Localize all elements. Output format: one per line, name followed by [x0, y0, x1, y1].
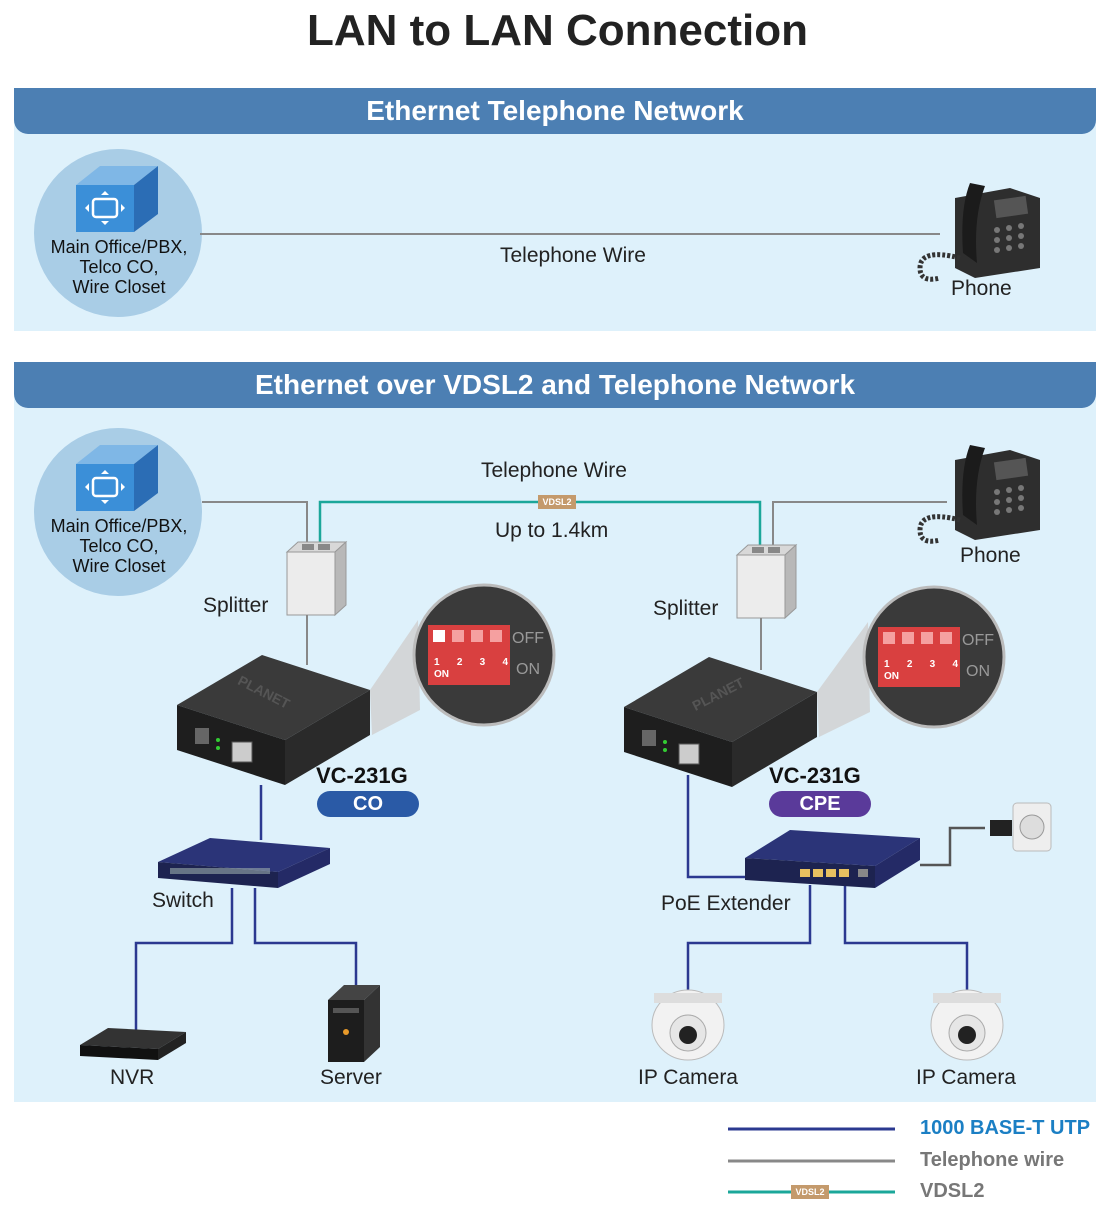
network-switch-icon [158, 838, 330, 888]
office-cube-icon [76, 166, 158, 232]
co-model-label: VC-231G [316, 763, 408, 788]
vdsl2-tag-text: VDSL2 [542, 497, 572, 507]
dip-on-label-cpe: ON [966, 663, 990, 680]
legend-vdsl-tag [791, 1185, 829, 1199]
vdsl-converter-icon-cpe [624, 657, 817, 787]
dip-num-2: 2 [456, 657, 463, 668]
server-tower-icon [328, 985, 380, 1062]
office2-line-2: Telco CO, [79, 536, 159, 556]
office-line-3: Wire Closet [72, 277, 166, 297]
phone-label-2: Phone [960, 544, 1021, 567]
power-cable [920, 826, 985, 867]
office-label-2: Main Office/PBX, Telco CO, Wire Closet [40, 516, 198, 576]
dip-num-2: 2 [906, 659, 913, 670]
dip-switch-icon-cpe [817, 585, 1006, 737]
office-label: Main Office/PBX, Telco CO, Wire Closet [40, 237, 198, 297]
poe-extender-label: PoE Extender [661, 892, 791, 915]
legend-utp-label: 1000 BASE-T UTP [920, 1117, 1091, 1139]
office-line-2: Telco CO, [79, 257, 159, 277]
dip-on-tag-cpe: ON [884, 671, 899, 682]
telephone-wire-label: Telephone Wire [500, 244, 646, 267]
dip-num-4: 4 [952, 659, 958, 670]
dip-off-label-co: OFF [512, 630, 544, 647]
dip-switch-icon-co [370, 583, 556, 735]
legend-vdsl-tag-text: VDSL2 [795, 1187, 825, 1197]
phone-label: Phone [951, 277, 1012, 300]
dip-num-4: 4 [502, 657, 508, 668]
distance-label: Up to 1.4km [495, 519, 609, 542]
cpe-role-pill: CPE [769, 791, 871, 817]
dip-on-tag-co: ON [434, 669, 449, 680]
nvr-label: NVR [110, 1066, 155, 1089]
office2-line-1: Main Office/PBX, [50, 516, 188, 536]
nvr-icon [80, 1028, 186, 1060]
co-role-pill: CO [317, 791, 419, 817]
splitter-box-icon-right [735, 543, 798, 620]
page-title: LAN to LAN Connection [306, 6, 809, 55]
office-cube-icon-2 [76, 445, 158, 511]
server-label: Server [320, 1066, 382, 1089]
utp-lines [134, 775, 969, 1030]
vdsl2-tag [538, 495, 576, 509]
panel1-header: Ethernet Telephone Network [14, 88, 1096, 134]
camera-label-1: IP Camera [638, 1066, 738, 1089]
splitter-box-icon-left [285, 540, 348, 617]
legend-phone-label: Telephone wire [920, 1149, 1065, 1171]
dome-camera-icon-2 [930, 989, 1004, 1061]
power-outlet-icon [990, 802, 1052, 852]
dip-on-label-co: ON [516, 661, 540, 678]
switch-label: Switch [152, 889, 214, 912]
dip-num-3: 3 [929, 659, 936, 670]
camera-label-2: IP Camera [916, 1066, 1016, 1089]
dip-numbers-cpe: 1 2 3 4 [884, 659, 958, 670]
poe-extender-icon [745, 830, 920, 888]
dome-camera-icon-1 [651, 989, 725, 1061]
office2-line-3: Wire Closet [72, 556, 166, 576]
desk-phone-icon-2 [917, 445, 1040, 544]
dip-num-1: 1 [434, 657, 440, 668]
dip-off-label-cpe: OFF [962, 632, 994, 649]
dip-num-3: 3 [479, 657, 486, 668]
legend-vdsl-label: VDSL2 [920, 1180, 985, 1202]
splitter-label-right: Splitter [653, 597, 719, 620]
dip-num-1: 1 [884, 659, 890, 670]
telephone-wire-label-2: Telephone Wire [481, 459, 627, 482]
office-line-1: Main Office/PBX, [50, 237, 188, 257]
desk-phone-icon [917, 183, 1040, 282]
vdsl-converter-icon-co [177, 655, 370, 785]
splitter-label-left: Splitter [203, 594, 269, 617]
phone-wires [202, 501, 947, 548]
dip-numbers-co: 1 2 3 4 [434, 657, 508, 668]
panel2-header: Ethernet over VDSL2 and Telephone Networ… [14, 362, 1096, 408]
cpe-model-label: VC-231G [769, 763, 861, 788]
